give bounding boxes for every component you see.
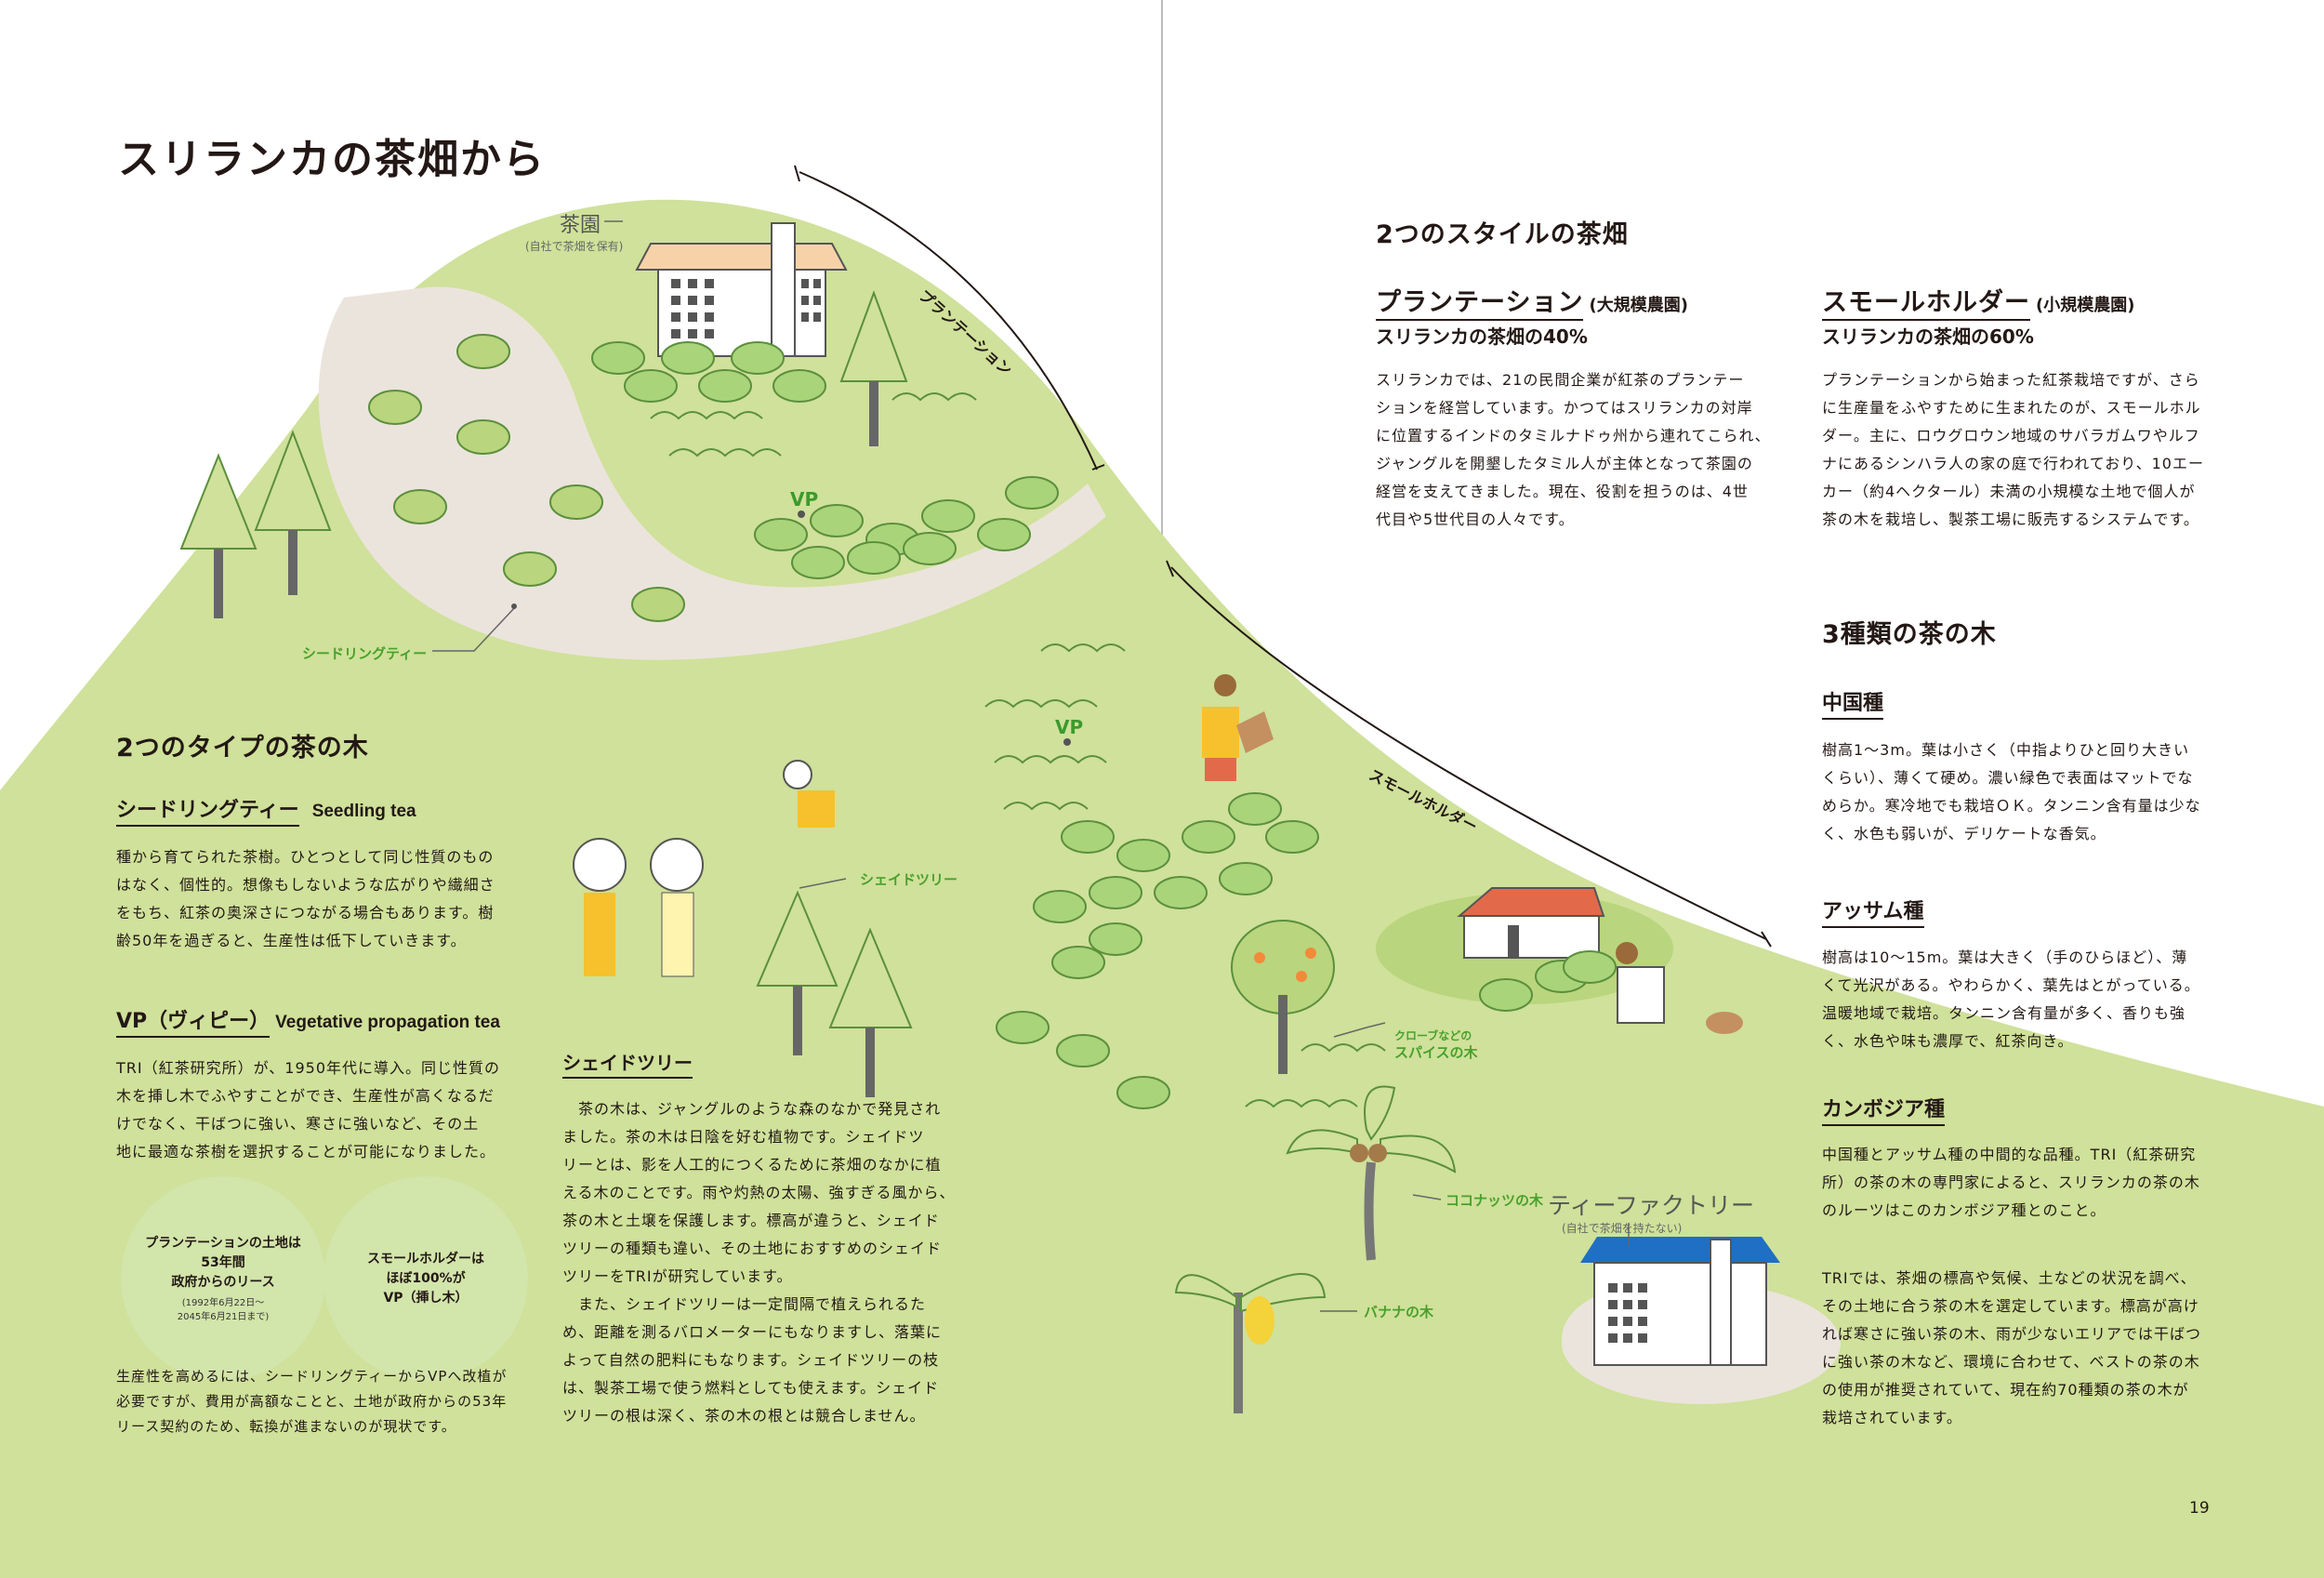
clove-label-line1: クローブなどの xyxy=(1394,1029,1472,1042)
vp-heading-row: VP（ヴィピー）Vegetative propagation tea xyxy=(116,1004,500,1038)
plantation-share: スリランカの茶畑の40% xyxy=(1376,325,1588,348)
coconut-label: ココナッツの木 xyxy=(1446,1192,1544,1209)
factory-note: (自社で茶畑を持たない) xyxy=(1562,1222,1683,1235)
smallholder-paren: (小規模農園) xyxy=(2036,296,2135,315)
cambodia-heading: カンボジア種 xyxy=(1822,1098,1946,1126)
tri-note: TRIでは、茶畑の標高や気候、土などの状況を調べ、その土地に合う茶の木を選定して… xyxy=(1822,1269,2202,1426)
banana-tree xyxy=(1174,1273,1327,1413)
lease-circle: プランテーションの土地は 53年間 政府からのリース (1992年6月22日～ … xyxy=(121,1176,325,1381)
tea-pickers xyxy=(573,674,1743,1034)
plantation-heading: プランテーション xyxy=(1376,288,1584,321)
factory-label: ティーファクトリー xyxy=(1548,1192,1755,1219)
smallholder-house xyxy=(1457,887,1605,959)
tea-bushes xyxy=(591,341,1617,1109)
cambodia-text: 中国種とアッサム種の中間的な品種。TRI（紅茶研究所）の茶の木の専門家によると、… xyxy=(1822,1146,2200,1219)
clove-tree xyxy=(1231,920,1335,1074)
vp-heading: VP（ヴィピー） xyxy=(116,1010,271,1038)
plantation-paren: (大規模農園) xyxy=(1589,296,1688,315)
plantation-text: スリランカでは、21の民間企業が紅茶のプランテーションを経営しています。かつては… xyxy=(1376,371,1771,528)
banana-label: バナナの木 xyxy=(1364,1304,1434,1320)
factory-building xyxy=(1580,1237,1780,1366)
china-heading: 中国種 xyxy=(1822,692,1884,720)
assam-heading: アッサム種 xyxy=(1822,900,1924,928)
estate-note: (自社で茶畑を保有) xyxy=(525,240,624,253)
china-heading-row: 中国種 xyxy=(1822,686,1884,720)
smallholder-text: プランテーションから始まった紅茶栽培ですが、さらに生産量をふやすために生まれたの… xyxy=(1822,371,2204,528)
china-text: 樹高1～3m。葉は小さく（中指よりひと回り大きいくらい）、薄くて硬め。濃い緑色で… xyxy=(1822,741,2201,842)
varieties-title: 3種類の茶の木 xyxy=(1822,620,1997,649)
seedling-heading: シードリングティー xyxy=(116,799,299,827)
seedling-en: Seedling tea xyxy=(311,802,416,821)
shade-heading-row: シェイドツリー xyxy=(562,1048,693,1079)
cambodia-heading-row: カンボジア種 xyxy=(1822,1093,1946,1126)
estate-label: 茶園 xyxy=(560,214,601,237)
shade-text: 茶の木は、ジャングルのような森のなかで発見されました。茶の木は日陰を好む植物です… xyxy=(562,1100,956,1425)
smallholder-heading: スモールホルダー xyxy=(1822,288,2030,321)
seedling-trees xyxy=(368,334,685,622)
slope-brackets xyxy=(794,165,1772,948)
tea-rows xyxy=(650,392,1386,1108)
conversion-note: 生産性を高めるには、シードリングティーからVPへ改植が必要ですが、費用が高額なこ… xyxy=(116,1368,508,1435)
vp-text: TRI（紅茶研究所）が、1950年代に導入。同じ性質の木を挿し木でふやすことがで… xyxy=(116,1059,501,1160)
coconut-tree xyxy=(1286,1085,1457,1261)
vp-label-lower: VP xyxy=(1055,716,1084,738)
page-title: スリランカの茶畑から xyxy=(118,136,546,183)
plantation-heading-row: プランテーション (大規模農園) xyxy=(1376,282,1688,321)
vp-en: Vegetative propagation tea xyxy=(275,1013,500,1032)
shade-heading: シェイドツリー xyxy=(562,1052,693,1079)
shade-tree-label: シェイドツリー xyxy=(860,871,958,888)
vp-label-upper: VP xyxy=(790,488,819,511)
seedling-heading-row: シードリングティー Seedling tea xyxy=(116,793,416,827)
assam-heading-row: アッサム種 xyxy=(1822,895,1924,928)
smallholder-share: スリランカの茶畑の60% xyxy=(1822,325,2034,348)
clove-label-line2: スパイスの木 xyxy=(1394,1044,1478,1061)
conifer-trees xyxy=(179,290,913,1097)
page-number: 19 xyxy=(2189,1499,2210,1518)
seedling-tree-label: シードリングティー xyxy=(302,645,428,662)
types-title: 2つのタイプの茶の木 xyxy=(116,734,369,762)
seedling-text: 種から育てられた茶樹。ひとつとして同じ性質のものはなく、個性的。想像もしないよう… xyxy=(116,848,495,949)
estate-building xyxy=(635,222,848,357)
styles-title: 2つのスタイルの茶畑 xyxy=(1376,220,1629,249)
smallholder-heading-row: スモールホルダー (小規模農園) xyxy=(1822,282,2135,321)
assam-text: 樹高は10～15m。葉は大きく（手のひらほど）、薄くて光沢がある。やわらかく、葉… xyxy=(1822,948,2200,1050)
leader-lines xyxy=(432,220,1630,1312)
vp-share-circle: スモールホルダーは ほぼ100%が VP（挿し木） xyxy=(324,1176,528,1381)
